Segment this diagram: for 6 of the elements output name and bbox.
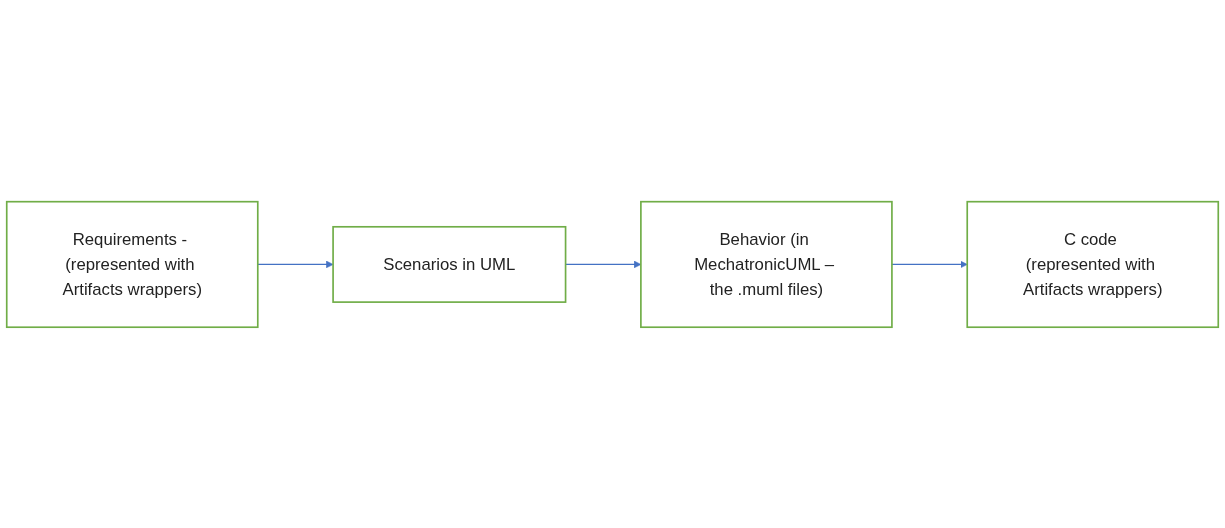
arrow [257,260,334,268]
arrow [891,260,968,268]
node-box: Scenarios in UML [332,225,567,303]
node-box: Requirements - (represented with Artifacts wrappers) [5,200,259,328]
node-box: C code (represented with Artifacts wrappers) [966,200,1220,328]
node-box: Behavior (in MechatronicUML – the .muml files) [640,200,893,328]
